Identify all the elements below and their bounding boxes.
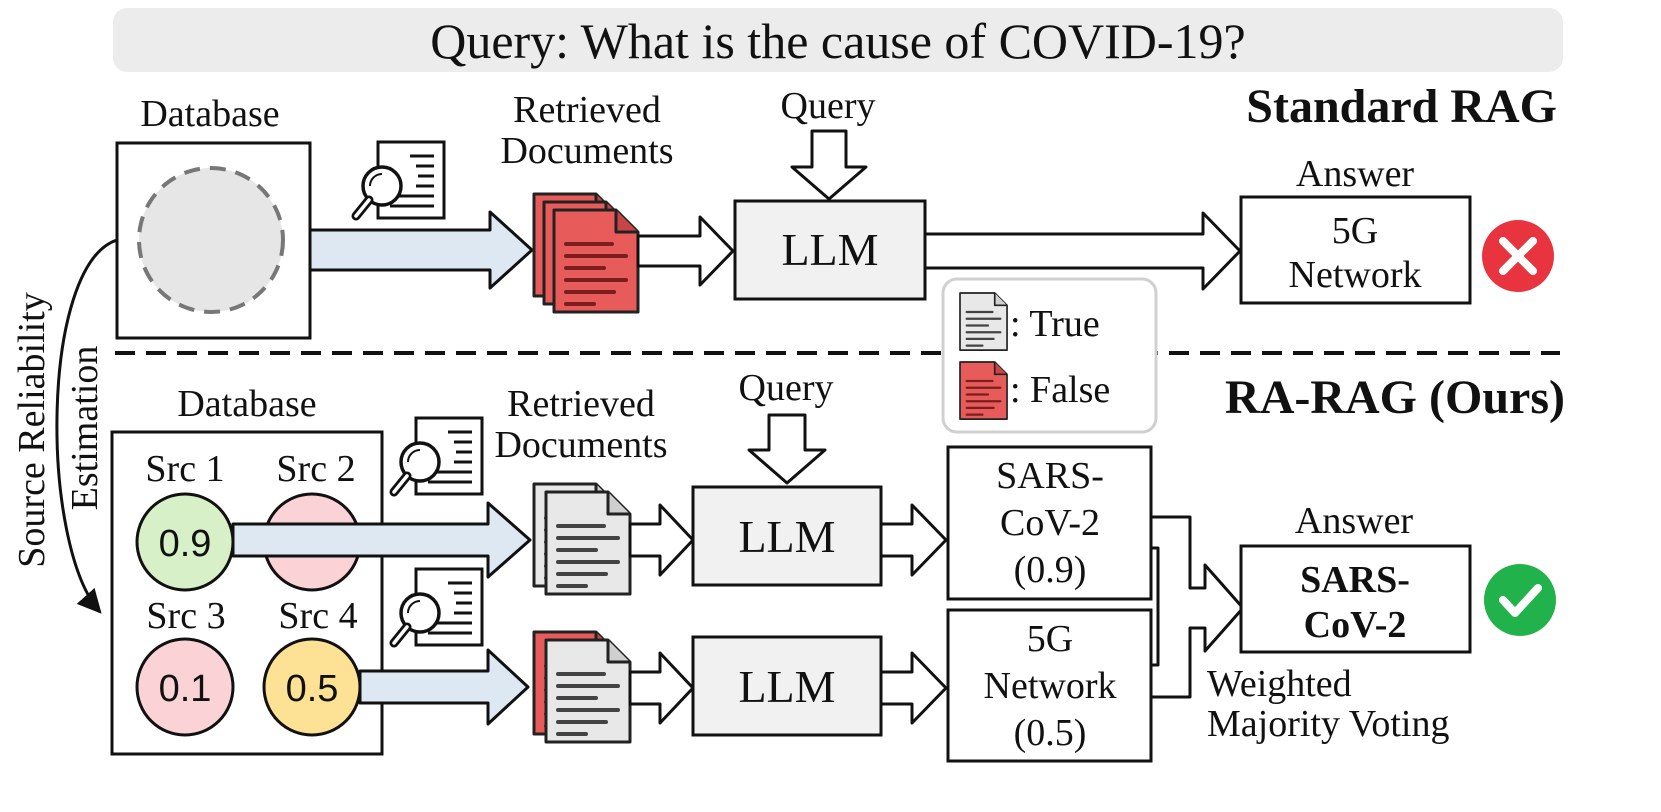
source-1-label: Src 1 (145, 448, 224, 490)
source-4-retrieve-arrow (358, 648, 530, 726)
retrieve-arrow (308, 210, 534, 290)
output-box-2: 5G Network (0.5) (946, 608, 1153, 763)
output-1-line1: SARS- (996, 455, 1104, 497)
output-box-1: SARS- CoV-2 (0.9) (946, 445, 1153, 601)
source-4-label: Src 4 (278, 595, 357, 637)
search-document-icon (356, 142, 444, 218)
source-1-score: 0.9 (159, 523, 212, 565)
standard-database-box (115, 141, 312, 340)
estimation-arrow (55, 238, 118, 614)
source-3-score: 0.1 (159, 668, 212, 710)
standard-database-label: Database (140, 93, 279, 135)
ours-query-arrow (747, 413, 827, 485)
source-1: Src 1 0.9 (135, 448, 235, 592)
query-banner: Query: What is the cause of COVID-19? (113, 8, 1563, 72)
docs-to-llm-2-arrow (628, 651, 695, 725)
ours-llm-label-1: LLM (738, 511, 835, 562)
source-3: Src 3 0.1 (135, 595, 235, 737)
source-2: Src 2 0.2 (262, 448, 362, 592)
output-2-line2: Network (984, 665, 1117, 707)
ours-llm-label-2: LLM (738, 661, 835, 712)
ours-answer-line2: CoV-2 (1304, 604, 1407, 646)
true-document-icon (958, 291, 1009, 352)
source-1-retrieve-arrow (231, 501, 532, 579)
source-4-score: 0.5 (286, 668, 339, 710)
source-2-label: Src 2 (276, 448, 355, 490)
source-4: Src 4 0.5 (262, 595, 362, 737)
standard-rag-title: Standard RAG (1246, 80, 1557, 133)
legend-true-label: : True (1010, 303, 1100, 345)
ra-rag-section: RA-RAG (Ours) Database Src 1 0.9 Src 2 0… (110, 367, 1565, 763)
ours-llm-box-2: LLM (691, 635, 883, 737)
search-document-icon (394, 418, 482, 494)
standard-answer-box: 5G Network (1239, 195, 1472, 305)
ours-database-label: Database (177, 383, 316, 425)
source-3-label: Src 3 (146, 595, 225, 637)
standard-rag-section: Standard RAG Database Retrieved Document… (115, 80, 1557, 340)
true-documents-stack (532, 482, 632, 596)
ours-retrieved-label-2: Documents (494, 424, 667, 466)
output-1-line2: CoV-2 (1000, 502, 1100, 544)
output-1-line3: (0.9) (1014, 549, 1087, 591)
ours-answer-line1: SARS- (1300, 559, 1410, 601)
output-2-line3: (0.5) (1014, 712, 1087, 754)
ours-llm-box-1: LLM (691, 485, 883, 587)
false-documents-stack (532, 192, 640, 314)
standard-llm-box: LLM (733, 199, 927, 301)
standard-query-label: Query (781, 85, 876, 127)
side-label-1: Source Reliability (11, 292, 53, 567)
mixed-documents-stack (532, 630, 632, 744)
output-2-line1: 5G (1027, 618, 1073, 660)
docs-to-llm-arrow (636, 215, 735, 287)
llm-to-answer-arrow (923, 211, 1242, 291)
docs-to-llm-1-arrow (628, 503, 695, 577)
search-document-icon (394, 569, 482, 645)
ra-rag-title: RA-RAG (Ours) (1225, 371, 1565, 424)
source-reliability-estimation: Source Reliability Estimation (11, 238, 118, 614)
ours-answer-label: Answer (1295, 500, 1414, 542)
ours-answer-box: SARS- CoV-2 (1239, 544, 1472, 654)
legend: : True : False (941, 277, 1158, 434)
side-label-2: Estimation (64, 346, 106, 511)
standard-llm-label: LLM (781, 224, 878, 275)
voting-label-1: Weighted (1207, 663, 1352, 705)
standard-answer-label: Answer (1296, 153, 1415, 195)
voting-connector (1149, 515, 1245, 699)
false-document-icon (958, 360, 1009, 421)
standard-answer-line1: 5G (1332, 210, 1378, 252)
llm-1-to-output-arrow (879, 503, 948, 577)
standard-answer-line2: Network (1289, 254, 1422, 296)
cross-icon (1482, 220, 1554, 292)
standard-retrieved-label-2: Documents (500, 130, 673, 172)
check-icon (1484, 564, 1556, 636)
llm-2-to-output-arrow (879, 651, 948, 725)
standard-retrieved-label-1: Retrieved (513, 89, 661, 131)
legend-false-label: : False (1010, 369, 1110, 411)
ours-retrieved-label-1: Retrieved (507, 383, 655, 425)
voting-label-2: Majority Voting (1207, 703, 1449, 745)
query-banner-text: Query: What is the cause of COVID-19? (430, 13, 1246, 69)
standard-query-arrow (790, 129, 868, 201)
ours-query-label: Query (739, 367, 834, 409)
